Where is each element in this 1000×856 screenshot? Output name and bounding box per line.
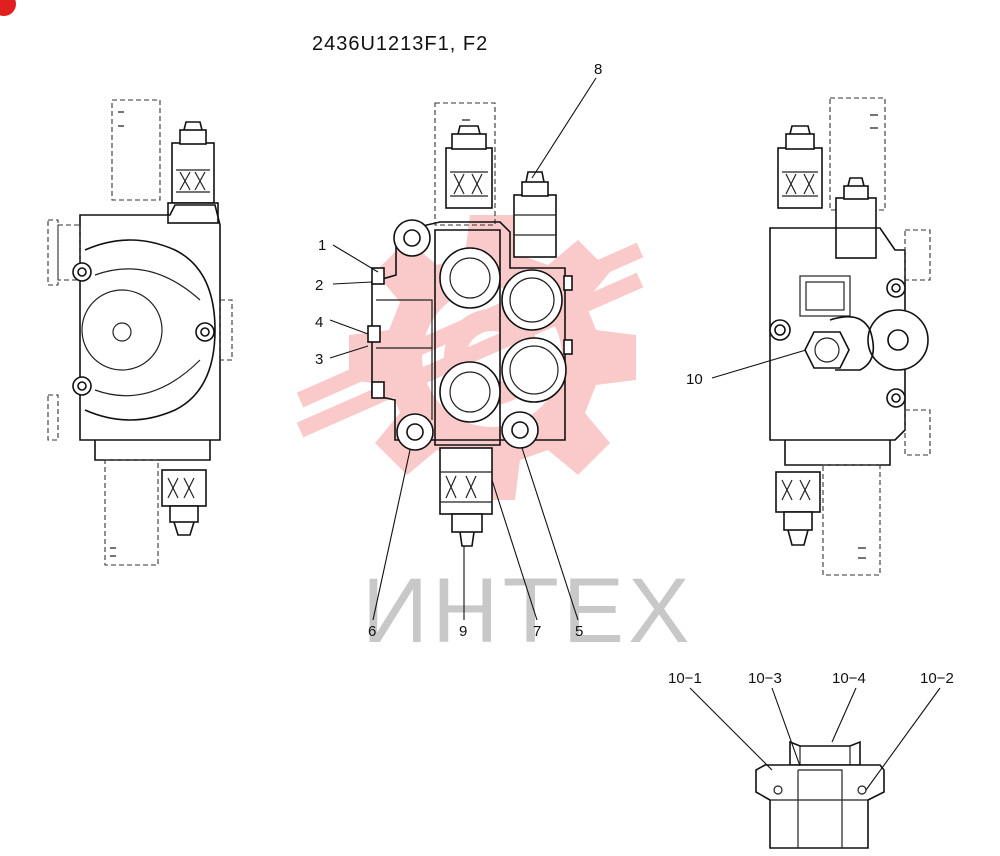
center-front-view (367, 102, 573, 547)
label-10: 10 (686, 371, 703, 388)
drawing-title: 2436U1213F1, F2 (312, 33, 488, 55)
label-8: 8 (594, 61, 602, 78)
plug-detail-view (755, 740, 885, 849)
label-4: 4 (315, 314, 323, 331)
label-2: 2 (315, 277, 323, 294)
left-side-view (47, 99, 233, 566)
label-1: 1 (318, 237, 326, 254)
label-10-3: 10−3 (748, 670, 782, 687)
leader-lines (329, 77, 941, 791)
label-3: 3 (315, 351, 323, 368)
right-rear-view (769, 97, 931, 576)
label-7: 7 (533, 623, 541, 640)
label-9: 9 (459, 623, 467, 640)
watermark-text: ИНТЕХ (362, 560, 694, 662)
label-10-1: 10−1 (668, 670, 702, 687)
label-5: 5 (575, 623, 583, 640)
label-10-4: 10−4 (832, 670, 866, 687)
label-6: 6 (368, 623, 376, 640)
corner-badge (0, 0, 16, 16)
label-10-2: 10−2 (920, 670, 954, 687)
